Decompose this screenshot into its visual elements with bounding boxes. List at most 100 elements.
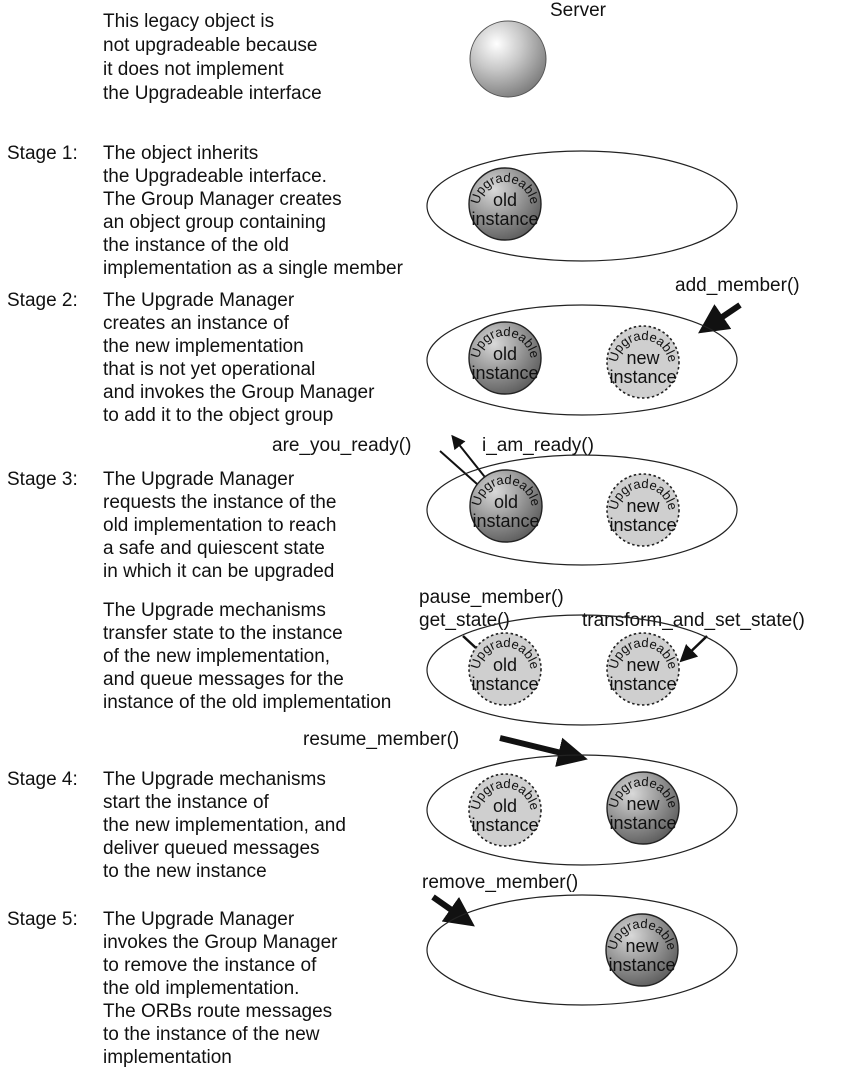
server-note-line: not upgradeable because xyxy=(103,35,317,56)
stage-2-line: to add it to the object group xyxy=(103,405,333,426)
stage-4-description: The Upgrade mechanisms start the instanc… xyxy=(103,769,346,882)
method-i-am-ready: i_am_ready() xyxy=(482,435,594,456)
stage-5-line: the old implementation. xyxy=(103,978,299,999)
method-pause-member: pause_member() xyxy=(419,587,564,608)
instance-word-label: instance xyxy=(471,209,538,229)
object-sphere xyxy=(605,913,679,987)
instance-kind-label: old xyxy=(493,344,517,364)
method-add-member: add_member() xyxy=(675,275,800,296)
object-sphere xyxy=(468,773,542,847)
stage-5-line: implementation xyxy=(103,1047,232,1067)
instance-word-label: instance xyxy=(471,815,538,835)
stage-3-transfer-object-group xyxy=(426,614,738,726)
stage-4-line: start the instance of xyxy=(103,792,270,813)
method-resume-member: resume_member() xyxy=(303,729,459,750)
stage-2-object-group xyxy=(426,304,738,416)
server-note-line: the Upgradeable interface xyxy=(103,83,322,104)
stage-2-line: the new implementation xyxy=(103,336,304,357)
stage-1-object-group xyxy=(426,150,738,262)
stage-3-object-group xyxy=(426,454,738,566)
transform-and-set-state-arrow xyxy=(679,635,708,663)
stage-3-line: The Upgrade Manager xyxy=(103,469,295,490)
instance-word-label: instance xyxy=(609,367,676,387)
stage-1-line: The Group Manager creates xyxy=(103,189,342,210)
stage-5-label: Stage 5: xyxy=(7,909,78,930)
stage-1-line: The object inherits xyxy=(103,143,258,164)
instance-word-label: instance xyxy=(609,674,676,694)
instance-kind-label: old xyxy=(493,796,517,816)
transfer-line: The Upgrade mechanisms xyxy=(103,600,326,621)
stage-5-line: invokes the Group Manager xyxy=(103,932,338,953)
stage-2-label: Stage 2: xyxy=(7,290,78,311)
instance-word-label: instance xyxy=(609,813,676,833)
stage-3-line: old implementation to reach xyxy=(103,515,336,536)
stage-1-line: implementation as a single member xyxy=(103,258,404,279)
instance-word-label: instance xyxy=(471,363,538,383)
instance-kind-label: new xyxy=(626,794,660,814)
server-note: This legacy object is not upgradeable be… xyxy=(103,11,322,104)
method-are-you-ready: are_you_ready() xyxy=(272,435,411,456)
stage-5-line: The Upgrade Manager xyxy=(103,909,295,930)
object-sphere xyxy=(606,325,680,399)
stage-1-line: an object group containing xyxy=(103,212,326,233)
stage-2-line: The Upgrade Manager xyxy=(103,290,295,311)
server-title: Server xyxy=(550,0,607,21)
instance-word-label: instance xyxy=(471,674,538,694)
stage-2-line: and invokes the Group Manager xyxy=(103,382,375,403)
transfer-line: of the new implementation, xyxy=(103,646,330,667)
method-remove-member: remove_member() xyxy=(422,872,578,893)
stage-3-transfer-description: The Upgrade mechanisms transfer state to… xyxy=(103,600,391,713)
add-member-arrow xyxy=(698,302,742,334)
stage-3-line: a safe and quiescent state xyxy=(103,538,325,559)
stage-5-line: to remove the instance of xyxy=(103,955,317,976)
stage-4-object-group xyxy=(426,754,738,866)
instance-kind-label: new xyxy=(625,936,659,956)
stage-4-line: the new implementation, and xyxy=(103,815,346,836)
method-transform-and-set-state: transform_and_set_state() xyxy=(582,610,805,631)
stage-4-line: deliver queued messages xyxy=(103,838,320,859)
object-sphere xyxy=(468,632,542,706)
stage-1-line: the Upgradeable interface. xyxy=(103,166,327,187)
server-note-line: it does not implement xyxy=(103,59,284,80)
transfer-line: and queue messages for the xyxy=(103,669,344,690)
stage-3-label: Stage 3: xyxy=(7,469,78,490)
server-note-line: This legacy object is xyxy=(103,11,274,32)
object-sphere xyxy=(469,469,543,543)
stage-2-description: The Upgrade Manager creates an instance … xyxy=(103,290,375,426)
instance-kind-label: old xyxy=(493,655,517,675)
object-sphere xyxy=(468,321,542,395)
stage-2-line: that is not yet operational xyxy=(103,359,315,380)
stage-4-line: to the new instance xyxy=(103,861,267,882)
stage-1-label: Stage 1: xyxy=(7,143,78,164)
stage-5-description: The Upgrade Manager invokes the Group Ma… xyxy=(103,909,338,1067)
object-sphere xyxy=(468,167,542,241)
object-sphere xyxy=(606,771,680,845)
instance-word-label: instance xyxy=(472,511,539,531)
stage-5-object-group xyxy=(426,894,738,1006)
stage-4-label: Stage 4: xyxy=(7,769,78,790)
transfer-line: instance of the old implementation xyxy=(103,692,391,713)
instance-kind-label: old xyxy=(494,492,518,512)
stage-3-line: requests the instance of the xyxy=(103,492,336,513)
instance-kind-label: new xyxy=(626,655,660,675)
transfer-line: transfer state to the instance xyxy=(103,623,343,644)
stage-3-line: in which it can be upgraded xyxy=(103,561,334,582)
method-get-state: get_state() xyxy=(419,610,510,631)
stage-4-line: The Upgrade mechanisms xyxy=(103,769,326,790)
object-sphere xyxy=(606,473,680,547)
object-sphere xyxy=(606,632,680,706)
instance-kind-label: old xyxy=(493,190,517,210)
stage-5-line: The ORBs route messages xyxy=(103,1001,332,1022)
remove-member-arrow xyxy=(431,894,475,927)
legacy-object-sphere xyxy=(469,20,547,98)
